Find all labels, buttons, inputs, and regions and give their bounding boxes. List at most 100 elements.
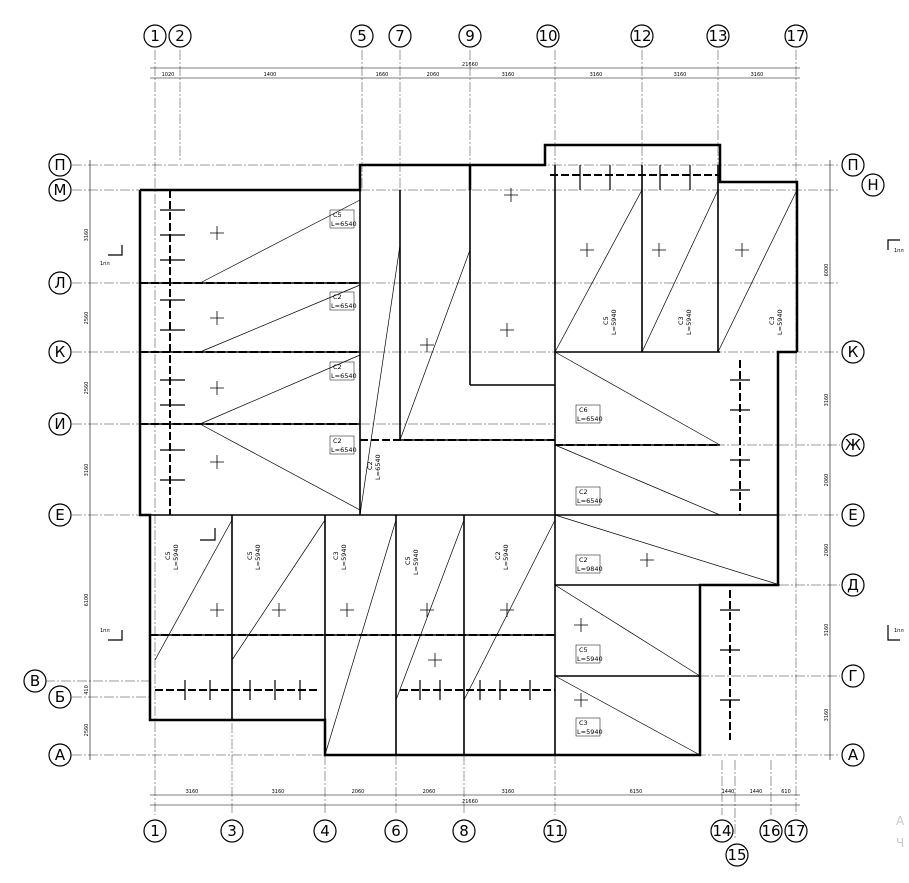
bottom-axis-8: 15 [727,846,746,864]
bottom-dim-9: 610 [781,789,791,795]
left-axis-7: В [30,672,40,690]
right-dim-6: 3160 [824,709,830,722]
slab-label-6: С5 [246,551,254,560]
structural-walls [140,165,778,755]
slab-label-16-length: L=5940 [610,309,618,335]
right-axis-7: Г [848,667,857,685]
right-axis-2: Н [867,176,878,194]
right-dim-3: 2060 [824,474,830,487]
slab-label-15-length: L=6540 [374,454,382,480]
top-dim-1: 1020 [162,72,175,78]
left-axis-9: А [55,746,66,764]
bottom-axis-bubbles [143,819,808,867]
section-marks [108,239,900,641]
slab-label-14-mark: С2 [579,488,588,496]
slab-label-11-length: L=5940 [577,655,603,663]
slab-label-7-length: L=5940 [340,544,348,570]
top-dimension-labels: 1020 1400 1660 2060 3160 3160 3160 3160 [162,72,764,78]
reinforcement-lines [140,174,741,740]
left-axis-bubbles [23,153,72,767]
left-axis-3: Л [54,274,65,292]
bottom-axis-5: 8 [459,822,469,840]
top-dim-2: 1400 [264,72,277,78]
right-dim-4: 2060 [824,544,830,557]
top-dimension-chain [89,67,831,806]
slab-diagonals [154,189,798,756]
section-mark-right-top: 1пл [894,248,904,254]
slab-label-18: С3 [768,316,776,325]
top-dim-7: 3160 [674,72,687,78]
right-dim-5: 3160 [824,624,830,637]
slab-label-5: С5 [164,551,172,560]
bottom-axis-3: 4 [320,822,330,840]
slab-label-1-length: L=6540 [331,220,357,228]
section-mark-right-bottom: 1пл [894,628,904,634]
top-axis-1: 1 [150,27,160,45]
top-dim-6: 3160 [590,72,603,78]
left-dim-4: 3160 [84,464,90,477]
slab-label-14-length: L=6540 [577,497,603,505]
slab-label-12-length: L=5940 [577,728,603,736]
top-axis-2: 2 [175,27,185,45]
slab-label-6-length: L=5940 [254,544,262,570]
slab-label-16: С5 [602,316,610,325]
right-axis-4: Ж [845,436,861,454]
grid-axes-horizontal [45,164,840,756]
slab-center-marks [210,188,749,707]
watermark-line-2: Ч [896,836,905,850]
left-dim-1: 3160 [84,229,90,242]
slab-label-2-mark: С2 [333,293,342,301]
bottom-dim-8: 1440 [750,789,763,795]
right-axis-labels: П Н К Ж Е Д Г А [845,156,879,764]
slab-label-2-length: L=6540 [331,302,357,310]
bottom-dim-5: 3160 [502,789,515,795]
left-axis-2: М [54,181,67,199]
watermark-line-1: А [896,814,905,828]
left-axis-labels: П М Л К И Е В Б А [30,156,67,764]
slab-label-10-length: L=9840 [577,565,603,573]
top-overall-dimension: 21660 [462,62,478,68]
bottom-dim-6: 6150 [630,789,643,795]
bottom-dimension-labels: 3160 3160 2060 2060 3160 6150 1440 1440 … [186,789,791,795]
watermark-text: А Ч [896,810,904,854]
slab-label-4-length: L=6540 [331,446,357,454]
slab-label-8: С5 [404,556,412,565]
slab-label-17: С3 [677,316,685,325]
slab-label-5-length: L=5940 [172,544,180,570]
top-axis-4: 7 [395,27,405,45]
right-dim-2: 3160 [824,394,830,407]
top-axis-9: 17 [786,27,805,45]
bottom-axis-4: 6 [391,822,401,840]
section-mark-left-bottom: 1пл [100,628,110,634]
slab-label-9-length: L=5940 [502,544,510,570]
bottom-dim-4: 2060 [423,789,436,795]
bottom-axis-9: 16 [761,822,780,840]
bottom-axis-7: 14 [712,822,731,840]
top-dim-5: 3160 [502,72,515,78]
slab-label-7: С3 [332,551,340,560]
slab-labels: С5 L=6540 С2 L=6540 С2 L=6540 С2 L=6540 … [164,211,784,736]
building-outline [138,143,799,757]
bottom-axis-labels: 1 3 4 6 8 11 14 15 16 17 [150,822,805,864]
slab-label-9: С2 [494,551,502,560]
slab-label-10-mark: С2 [579,556,588,564]
slab-label-3-mark: С2 [333,363,342,371]
section-mark-left-top: 1пл [100,261,110,267]
right-axis-1: П [847,156,858,174]
bottom-overall-dimension: 21660 [462,799,478,805]
left-axis-4: К [55,343,66,361]
slab-label-1-mark: С5 [333,211,342,219]
slab-label-18-length: L=5940 [776,309,784,335]
top-axis-8: 13 [708,27,727,45]
left-dim-6: 410 [84,685,90,695]
bottom-dim-2: 3160 [272,789,285,795]
left-dimension-labels: 3160 2560 2560 3160 6100 410 2560 [84,229,90,737]
bottom-axis-1: 1 [150,822,160,840]
top-axis-6: 10 [538,27,557,45]
top-dim-3: 1660 [376,72,389,78]
top-axis-bubbles [143,24,808,48]
left-axis-6: Е [55,506,64,524]
bottom-dim-3: 2060 [352,789,365,795]
bottom-axis-2: 3 [227,822,237,840]
